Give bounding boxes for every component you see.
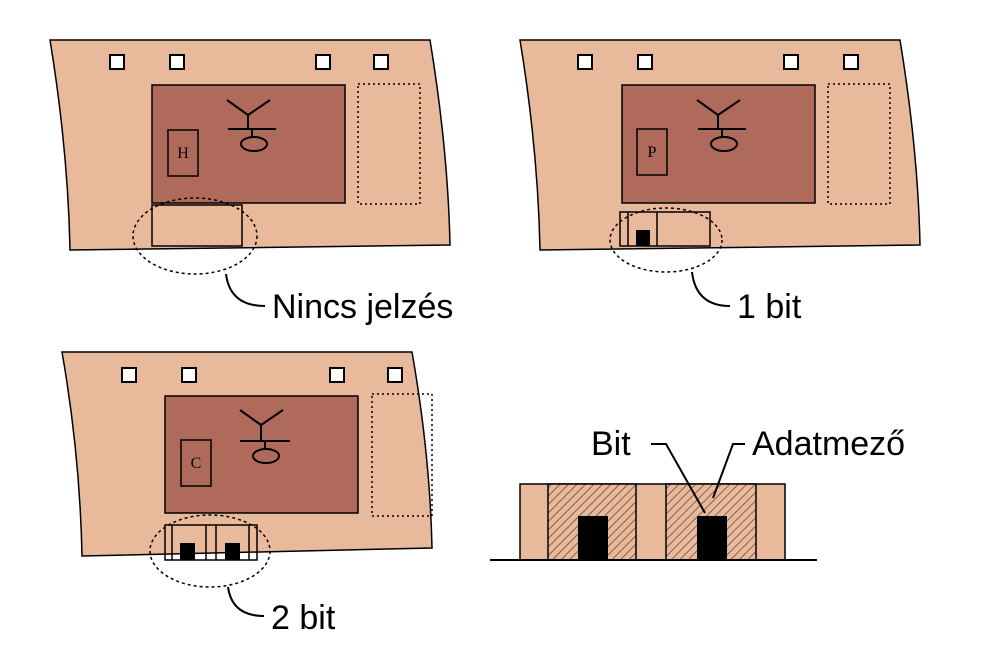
sprocket-hole (181, 367, 197, 383)
sprocket-hole (121, 367, 137, 383)
figure-icon (696, 99, 746, 152)
next-frame-outline (357, 83, 421, 205)
callout-ellipse (149, 514, 271, 588)
frame-letter: H (177, 145, 189, 162)
sprocket-hole (843, 54, 859, 70)
sprocket-hole (577, 54, 593, 70)
data-field-leader (712, 443, 745, 499)
signal-area-empty (151, 204, 243, 247)
film-panel-no-signal: H Nincs jelzés (49, 39, 453, 326)
sprocket-hole (783, 54, 799, 70)
callout-leader (227, 586, 265, 617)
figure-icon (226, 99, 276, 152)
signal-detail: Bit Adatmező (490, 425, 905, 561)
frame-letter-box (180, 439, 212, 487)
sprocket-hole (387, 367, 403, 383)
sprocket-hole (637, 54, 653, 70)
sprocket-hole (373, 54, 389, 70)
callout-ellipse (609, 207, 723, 273)
sprocket-hole (109, 54, 125, 70)
frame-letter: C (191, 455, 202, 472)
callout-leader (225, 273, 266, 307)
bit-mark (636, 230, 650, 246)
sprocket-hole (329, 367, 345, 383)
bit-mark (225, 543, 240, 560)
callout-leader (691, 271, 731, 307)
bit-mark (578, 516, 608, 560)
next-frame-outline (827, 83, 891, 205)
figure-icon (239, 409, 290, 464)
bit-mark (180, 543, 195, 560)
data-field-label: Adatmező (752, 425, 905, 463)
bit-mark (697, 516, 727, 560)
callout-label: 2 bit (271, 599, 336, 637)
film-panel-one-bit: P 1 bit (519, 39, 921, 326)
next-frame-outline (371, 393, 433, 517)
sprocket-hole (315, 54, 331, 70)
signal-area (619, 211, 711, 247)
bit-leader (651, 443, 706, 514)
bit-label: Bit (591, 425, 631, 463)
frame-letter-box (636, 128, 668, 176)
signal-area (164, 524, 258, 561)
frame-letter-box (167, 129, 199, 177)
film-panel-two-bit: C 2 bit (61, 351, 433, 637)
callout-label: 1 bit (737, 288, 802, 326)
callout-ellipse (132, 197, 258, 275)
frame-letter: P (648, 144, 657, 161)
callout-label: Nincs jelzés (272, 288, 453, 326)
sprocket-hole (169, 54, 185, 70)
